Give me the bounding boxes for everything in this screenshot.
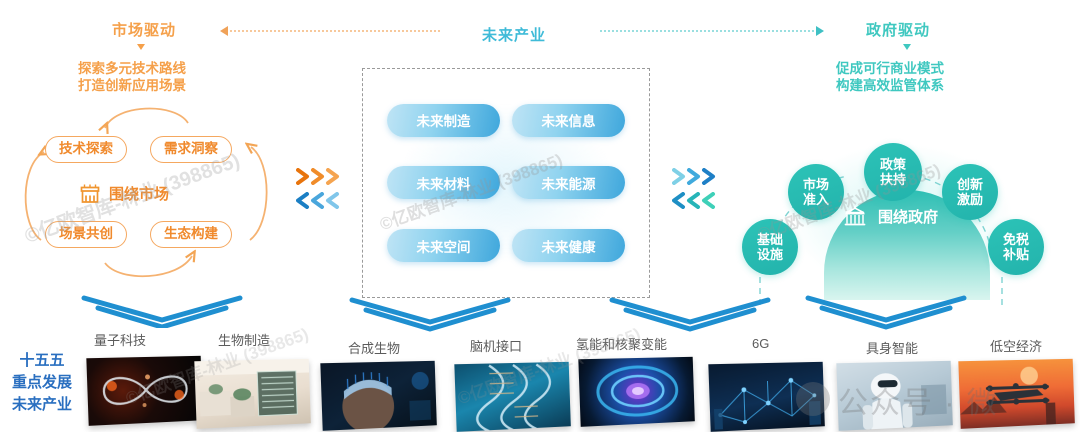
bottom-thumbnail[interactable] [708,361,825,432]
cycle-node-demand-insight[interactable]: 需求洞察 [150,136,232,163]
government-subtitle-line2: 构建高效监管体系 [836,78,944,93]
bottom-caption: 6G [752,336,770,351]
bottom-caption: 具身智能 [866,341,919,356]
thumbnail-image [958,358,1075,429]
header-government-driven: 政府驱动 [866,22,931,39]
future-pill-information[interactable]: 未来信息 [512,103,625,137]
bottom-caption: 合成生物 [348,341,401,356]
bottom-caption: 低空经济 [990,339,1043,354]
chevron-left-teal-icon [672,192,728,209]
cycle-arrows-icon [24,107,268,278]
gov-node-infrastructure[interactable]: 基础 设施 [742,219,798,275]
thumbnail-image [836,360,953,431]
government-building-icon [844,206,866,226]
chevron-group-left [296,168,352,209]
market-cycle-diagram: 技术探索 需求洞察 场景共创 生态构建 围绕市场 [10,90,300,280]
connector-left-dotted [220,26,440,36]
arrow-right-icon [816,26,824,36]
chevron-right-blue-icon [672,168,728,185]
cycle-node-scene-cocreation[interactable]: 场景共创 [45,221,127,248]
thumbnail-image [578,356,695,427]
bottom-section-title: 十五五 重点发展 未来产业 [0,350,90,416]
chevron-group-right [672,168,728,209]
bottom-caption: 氢能和核聚变能 [576,337,668,352]
down-chevron-center-left-icon [349,297,511,332]
cycle-node-tech-exploration[interactable]: 技术探索 [45,136,127,163]
header-market-driven: 市场驱动 [112,22,177,39]
arrow-left-icon [220,26,228,36]
cycle-node-ecosystem-build[interactable]: 生态构建 [150,221,232,248]
down-chevron-right-icon [805,295,967,330]
storefront-icon [80,184,100,203]
thumbnail-image [194,358,311,429]
thumbnail-image [454,361,571,432]
market-subtitle-line1: 探索多元技术路线 [78,61,186,76]
chevron-left-blue-icon [296,192,352,209]
chevron-right-orange-icon [296,168,352,185]
bottom-caption: 脑机接口 [470,339,523,354]
bottom-title-line1: 十五五 [19,352,65,369]
future-industry-box: 未来制造 未来信息 未来材料 未来能源 未来空间 未来健康 [362,68,650,298]
market-subtitle-line2: 打造创新应用场景 [78,78,186,93]
future-industry-grid: 未来制造 未来信息 未来材料 未来能源 未来空间 未来健康 [363,69,649,297]
government-center-label: 围绕政府 [878,208,939,226]
connector-right-dotted [600,26,824,36]
government-diagram: 围绕政府 基础 设施 市场 准入 政策 扶持 创新 激励 免税 补贴 [716,102,1076,312]
dotted-line [600,30,822,32]
bottom-thumbnail[interactable] [454,361,571,432]
gov-node-policy-support[interactable]: 政策 扶持 [864,143,922,201]
government-subtitle: 促成可行商业模式 构建高效监管体系 [836,60,944,94]
bottom-thumbnail[interactable] [320,360,437,431]
bottom-title-line3: 未来产业 [11,396,72,413]
future-pill-health[interactable]: 未来健康 [512,229,625,263]
bottom-thumbnail[interactable] [86,355,203,426]
brand-dot-icon [796,382,830,416]
thumbnail-image [86,355,203,426]
gov-node-tax-subsidy[interactable]: 免税 补贴 [988,219,1044,275]
bottom-title-line2: 重点发展 [11,374,72,391]
thumbnail-image [320,360,437,431]
future-pill-energy[interactable]: 未来能源 [512,166,625,200]
future-pill-space[interactable]: 未来空间 [387,229,500,263]
government-center: 围绕政府 [842,204,938,228]
bottom-thumbnail[interactable] [578,356,695,427]
down-chevron-left-icon [81,295,243,328]
market-tick-icon [137,44,145,50]
government-tick-icon [903,44,911,50]
government-subtitle-line1: 促成可行商业模式 [836,61,944,76]
down-chevron-center-right-icon [609,297,771,332]
bottom-caption: 生物制造 [218,333,271,348]
header-future-industry: 未来产业 [482,27,547,44]
market-cycle-center: 围绕市场 [78,182,169,205]
market-center-label: 围绕市场 [109,186,170,203]
market-subtitle: 探索多元技术路线 打造创新应用场景 [78,60,186,94]
future-pill-materials[interactable]: 未来材料 [387,166,500,200]
bottom-thumbnail[interactable] [836,360,953,431]
gov-node-innovation-incentive[interactable]: 创新 激励 [942,164,998,220]
future-pill-manufacturing[interactable]: 未来制造 [387,103,500,137]
bottom-thumbnail[interactable] [194,358,311,429]
thumbnail-image [708,361,825,432]
gov-node-market-access[interactable]: 市场 准入 [788,164,844,220]
bottom-caption: 量子科技 [94,333,147,348]
dotted-line [222,30,440,32]
bottom-thumbnail[interactable] [958,358,1075,429]
